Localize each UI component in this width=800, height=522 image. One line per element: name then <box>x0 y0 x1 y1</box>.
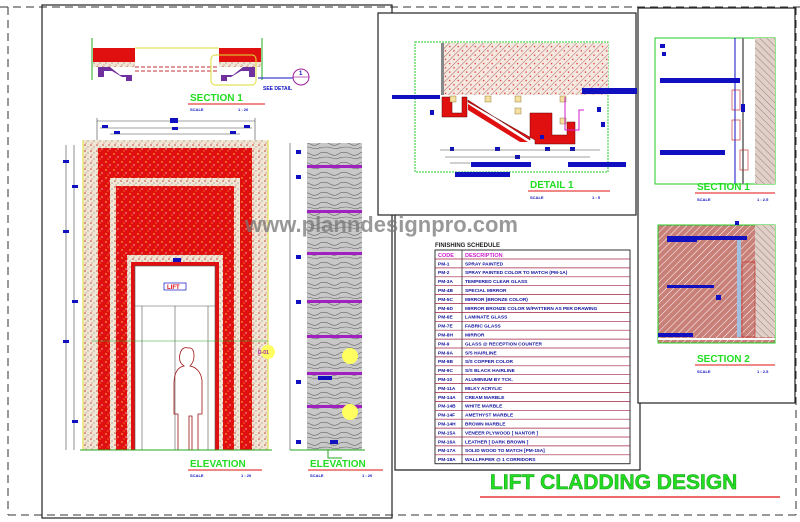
section-top-scale-label: SCALE <box>190 107 204 112</box>
schedule-row-code: PM-10 <box>438 377 452 383</box>
right-section-2-scale: 1 : 2.5 <box>757 369 769 374</box>
schedule-row-description: LEATHER [ DARK BROWN ] <box>465 439 529 445</box>
elevation-front-drawing <box>80 140 272 451</box>
schedule-row-code: PM-4B <box>438 288 453 294</box>
elevation-side-scale: 1 : 20 <box>362 473 373 478</box>
schedule-row-description: SPECIAL MIRROR <box>465 288 507 294</box>
schedule-row-code: PM-9C <box>438 368 453 374</box>
schedule-row-code: PM-7E <box>438 324 453 330</box>
schedule-row-description: TEMPERED CLEAR GLASS <box>465 279 528 285</box>
section-top-scale: 1 : 20 <box>238 107 249 112</box>
right-section-1-scale-label: SCALE <box>697 197 711 202</box>
schedule-row-code: PM-11A <box>438 386 456 392</box>
finishing-schedule-table: CODE DESCRIPTION PM-1 SPRAY PAINTED PM-2 SPRA… <box>434 249 631 465</box>
tag-marker <box>261 345 275 359</box>
elevation-side-label: ELEVATION <box>310 459 366 470</box>
schedule-row-code: PM-6D <box>438 306 453 312</box>
schedule-row-description: SPRAY PAINTED <box>465 261 504 267</box>
detail-callout-number: 1 <box>299 71 303 77</box>
schedule-row-description: S/S HAIRLINE <box>465 350 498 356</box>
schedule-row-code: PM-18A <box>438 457 456 463</box>
drawing-title: LIFT CLADDING DESIGN <box>490 471 737 494</box>
schedule-row-code: PM-14A <box>438 395 456 401</box>
watermark: www.planndesignpro.com <box>244 212 518 237</box>
right-section-2-label: SECTION 2 <box>697 354 750 365</box>
right-section-1-drawing <box>654 37 776 185</box>
schedule-row-description: SPRAY PAINTED COLOR TO MATCH (PM-1A) <box>465 270 568 276</box>
schedule-row-code: PM-6E <box>438 315 453 321</box>
schedule-row-description: MIRROR <box>465 333 485 339</box>
schedule-row-description: S/S BLACK HAIRLINE <box>465 368 516 374</box>
schedule-row-code: PM-8H <box>438 333 453 339</box>
schedule-row-description: WHITE MARBLE <box>465 404 503 410</box>
schedule-row-code: PM-1 <box>438 261 450 267</box>
schedule-row-code: PM-14F <box>438 413 455 419</box>
schedule-row-code: PM-14B <box>438 404 456 410</box>
schedule-header-code: CODE <box>438 253 454 259</box>
schedule-row-description: FABRIC GLASS <box>465 324 502 330</box>
outer-dashed-frame <box>0 6 800 516</box>
schedule-row-description: CREAM MARBLE <box>465 395 505 401</box>
elevation-tag: D-01 <box>258 350 269 356</box>
schedule-row-code: PM-14H <box>438 422 456 428</box>
detail-1-scale: 1 : 5 <box>592 195 601 200</box>
section-top-drawing <box>91 38 293 86</box>
schedule-row-description: AMETHYST MARBLE <box>465 413 514 419</box>
section-callout-label: SEE DETAIL <box>263 86 292 92</box>
schedule-row-code: PM-3A <box>438 279 453 285</box>
schedule-row-description: WALLPAPER @ 1 CORRIDORS <box>465 457 536 463</box>
right-section-1-label: SECTION 1 <box>697 182 750 193</box>
schedule-row-description: ALUMINIUM BY TCK. <box>465 377 513 383</box>
schedule-row-description: MIRROR (BRONZE COLOR) <box>465 297 528 303</box>
elevation-side-drawing <box>289 143 365 459</box>
lift-sign-text: LIFT <box>167 285 180 291</box>
detail-1-label: DETAIL 1 <box>530 180 574 191</box>
schedule-row-description: LAMINATE GLASS <box>465 315 508 321</box>
schedule-row-code: PM-15A <box>438 430 456 436</box>
schedule-row-code: PM-9A <box>438 350 453 356</box>
schedule-row-code: PM-16A <box>438 439 456 445</box>
schedule-row-description: VENEER PLYWOOD [ NANTOR ] <box>465 430 538 436</box>
schedule-row-code: PM-2 <box>438 270 450 276</box>
schedule-row-description: SOLID WOOD TO MATCH [PM-15A] <box>465 448 545 454</box>
schedule-row-code: PM-9B <box>438 359 453 365</box>
section-top-label: SECTION 1 <box>190 93 243 104</box>
dimension-tags <box>63 118 250 423</box>
schedule-header-description: DESCRIPTION <box>465 253 503 259</box>
left-sheet-border <box>41 4 393 519</box>
schedule-row-description: MILKY ACRYLIC <box>465 386 503 392</box>
schedule-row-code: PM-9 <box>438 341 450 347</box>
schedule-title: FINISHING SCHEDULE <box>435 243 500 249</box>
detail-1-drawing <box>392 41 637 177</box>
elevation-front-scale: 1 : 20 <box>241 473 252 478</box>
schedule-row-description: MIRROR BRONZE COLOR W/PATTERN AS PER DRA… <box>465 306 598 312</box>
right-section-2-drawing <box>657 221 776 344</box>
schedule-row-description: GLASS @ RECEPTION COUNTER <box>465 341 542 347</box>
schedule-row-description: BROWN MARBLE <box>465 422 506 428</box>
right-section-1-scale: 1 : 2.5 <box>757 197 769 202</box>
right-section-2-scale-label: SCALE <box>697 369 711 374</box>
elevation-side-scale-label: SCALE <box>310 473 324 478</box>
schedule-row-code: PM-5C <box>438 297 453 303</box>
schedule-row-code: PM-17A <box>438 448 456 454</box>
schedule-row-description: S/S COPPER COLOR <box>465 359 514 365</box>
human-figure <box>173 347 203 451</box>
elevation-front-label: ELEVATION <box>190 459 246 470</box>
detail-1-scale-label: SCALE <box>530 195 544 200</box>
lift-indicator-sign <box>163 282 187 291</box>
elevation-front-scale-label: SCALE <box>190 473 204 478</box>
schedule-sheet-border <box>394 215 641 471</box>
